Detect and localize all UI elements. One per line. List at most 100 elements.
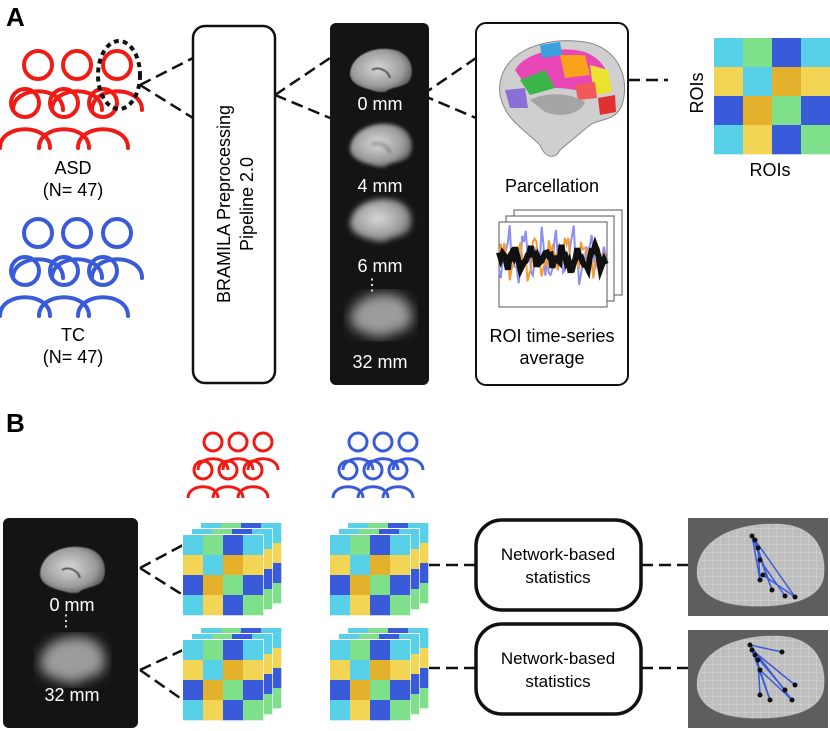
timeseries-trace — [498, 225, 607, 285]
matrix-cell — [203, 555, 224, 576]
matrix-cell — [390, 680, 411, 701]
matrix-cell — [801, 125, 830, 155]
parcellated-brain-image — [499, 40, 626, 157]
matrix-cell — [330, 640, 351, 661]
matrix-cell — [390, 640, 411, 661]
matrix-cell — [390, 555, 411, 576]
matrix-stack-tc-32mm — [329, 627, 429, 721]
matrix-cell — [243, 680, 264, 701]
matrix-cell — [183, 700, 204, 721]
matrix-cell — [743, 38, 773, 68]
tc-group-count: (N= 47) — [43, 347, 104, 367]
brain-mri-32mm-image-b — [40, 636, 105, 683]
matrix-cell — [223, 680, 244, 701]
parcellation-label: Parcellation — [505, 176, 599, 196]
brain-mri-32mm-image — [350, 293, 412, 337]
matrix-cell — [714, 38, 744, 68]
matrix-layer — [183, 535, 264, 616]
matrix-cell — [183, 660, 204, 681]
tc-group-name: TC — [61, 325, 85, 345]
matrix-cell — [370, 575, 391, 596]
brain-mri-0mm-image-b — [40, 546, 105, 593]
matrix-cell — [203, 640, 224, 661]
matrix-cell — [714, 125, 744, 155]
matrix-cell — [223, 575, 244, 596]
matrix-cell — [743, 96, 773, 126]
matrix-cell — [801, 38, 830, 68]
matrix-cell — [243, 575, 264, 596]
matrix-cell — [743, 125, 773, 155]
matrix-cell — [243, 595, 264, 616]
matrix-cell — [243, 555, 264, 576]
timeseries-label-line1: ROI time-series — [489, 326, 614, 346]
matrix-cell — [203, 680, 224, 701]
matrix-cell — [350, 575, 371, 596]
matrix-cell — [350, 640, 371, 661]
asd-group-count: (N= 47) — [43, 180, 104, 200]
matrix-cell — [330, 660, 351, 681]
matrix-cell — [714, 96, 744, 126]
matrix-cell — [183, 535, 204, 556]
panel-b-label: B — [6, 408, 25, 438]
matrix-cell — [203, 595, 224, 616]
matrix-cell — [370, 535, 391, 556]
matrix-ylabel: ROIs — [687, 72, 707, 113]
matrix-cell — [223, 535, 244, 556]
smoothing-level-32mm: 32 mm — [352, 352, 407, 372]
pipeline-box — [191, 24, 277, 385]
matrix-layer — [183, 640, 264, 721]
matrix-cell — [714, 67, 744, 97]
tc-people-icon — [0, 217, 144, 318]
pipeline-label-line2: Pipeline 2.0 — [237, 157, 257, 251]
matrix-cell — [350, 700, 371, 721]
matrix-cell — [772, 38, 802, 68]
matrix-cell — [743, 67, 773, 97]
network-result-bottom-image — [688, 630, 828, 728]
matrix-cell — [801, 67, 830, 97]
matrix-cell — [350, 680, 371, 701]
pipeline-label-line1: BRAMILA Preprocessing — [214, 105, 234, 303]
matrix-cell — [370, 640, 391, 661]
brain-mri-0mm-image — [350, 48, 412, 92]
matrix-cell — [390, 535, 411, 556]
nbs-box-bottom-line1: Network-based — [501, 649, 615, 668]
asd-group-name: ASD — [54, 158, 91, 178]
matrix-stack-asd-0mm — [182, 522, 282, 616]
matrix-cell — [370, 700, 391, 721]
timeseries-trace — [496, 236, 609, 281]
matrix-cell — [370, 660, 391, 681]
matrix-cell — [330, 575, 351, 596]
smoothing-level-0mm-b: 0 mm — [50, 595, 95, 615]
matrix-cell — [350, 555, 371, 576]
matrix-cell — [370, 555, 391, 576]
smoothing-level-4mm: 4 mm — [358, 176, 403, 196]
matrix-cell — [330, 700, 351, 721]
matrix-cell — [390, 660, 411, 681]
matrix-cell — [330, 555, 351, 576]
smoothing-level-0mm: 0 mm — [358, 94, 403, 114]
smoothing-ellipsis-a: ⋮ — [364, 277, 380, 294]
matrix-layer — [330, 640, 411, 721]
nbs-box-top — [474, 518, 643, 612]
matrix-cell — [203, 575, 224, 596]
matrix-cell — [772, 96, 802, 126]
matrix-cell — [183, 595, 204, 616]
matrix-cell — [203, 700, 224, 721]
matrix-cell — [183, 575, 204, 596]
smoothing-level-32mm-b: 32 mm — [44, 685, 99, 705]
matrix-stack-tc-0mm — [329, 522, 429, 616]
roi-timeseries-plot — [496, 209, 623, 308]
matrix-cell — [243, 700, 264, 721]
matrix-cells — [714, 38, 830, 155]
nbs-box-bottom-line2: statistics — [525, 672, 590, 691]
connector-lines-b — [139, 543, 688, 702]
asd-people-icon — [0, 49, 144, 150]
nbs-box-top-line2: statistics — [525, 568, 590, 587]
matrix-cell — [223, 595, 244, 616]
matrix-cell — [330, 595, 351, 616]
matrix-cell — [350, 595, 371, 616]
matrix-cell — [772, 67, 802, 97]
matrix-cell — [772, 125, 802, 155]
matrix-stacks — [182, 522, 429, 721]
connector-lines-a — [139, 56, 668, 120]
